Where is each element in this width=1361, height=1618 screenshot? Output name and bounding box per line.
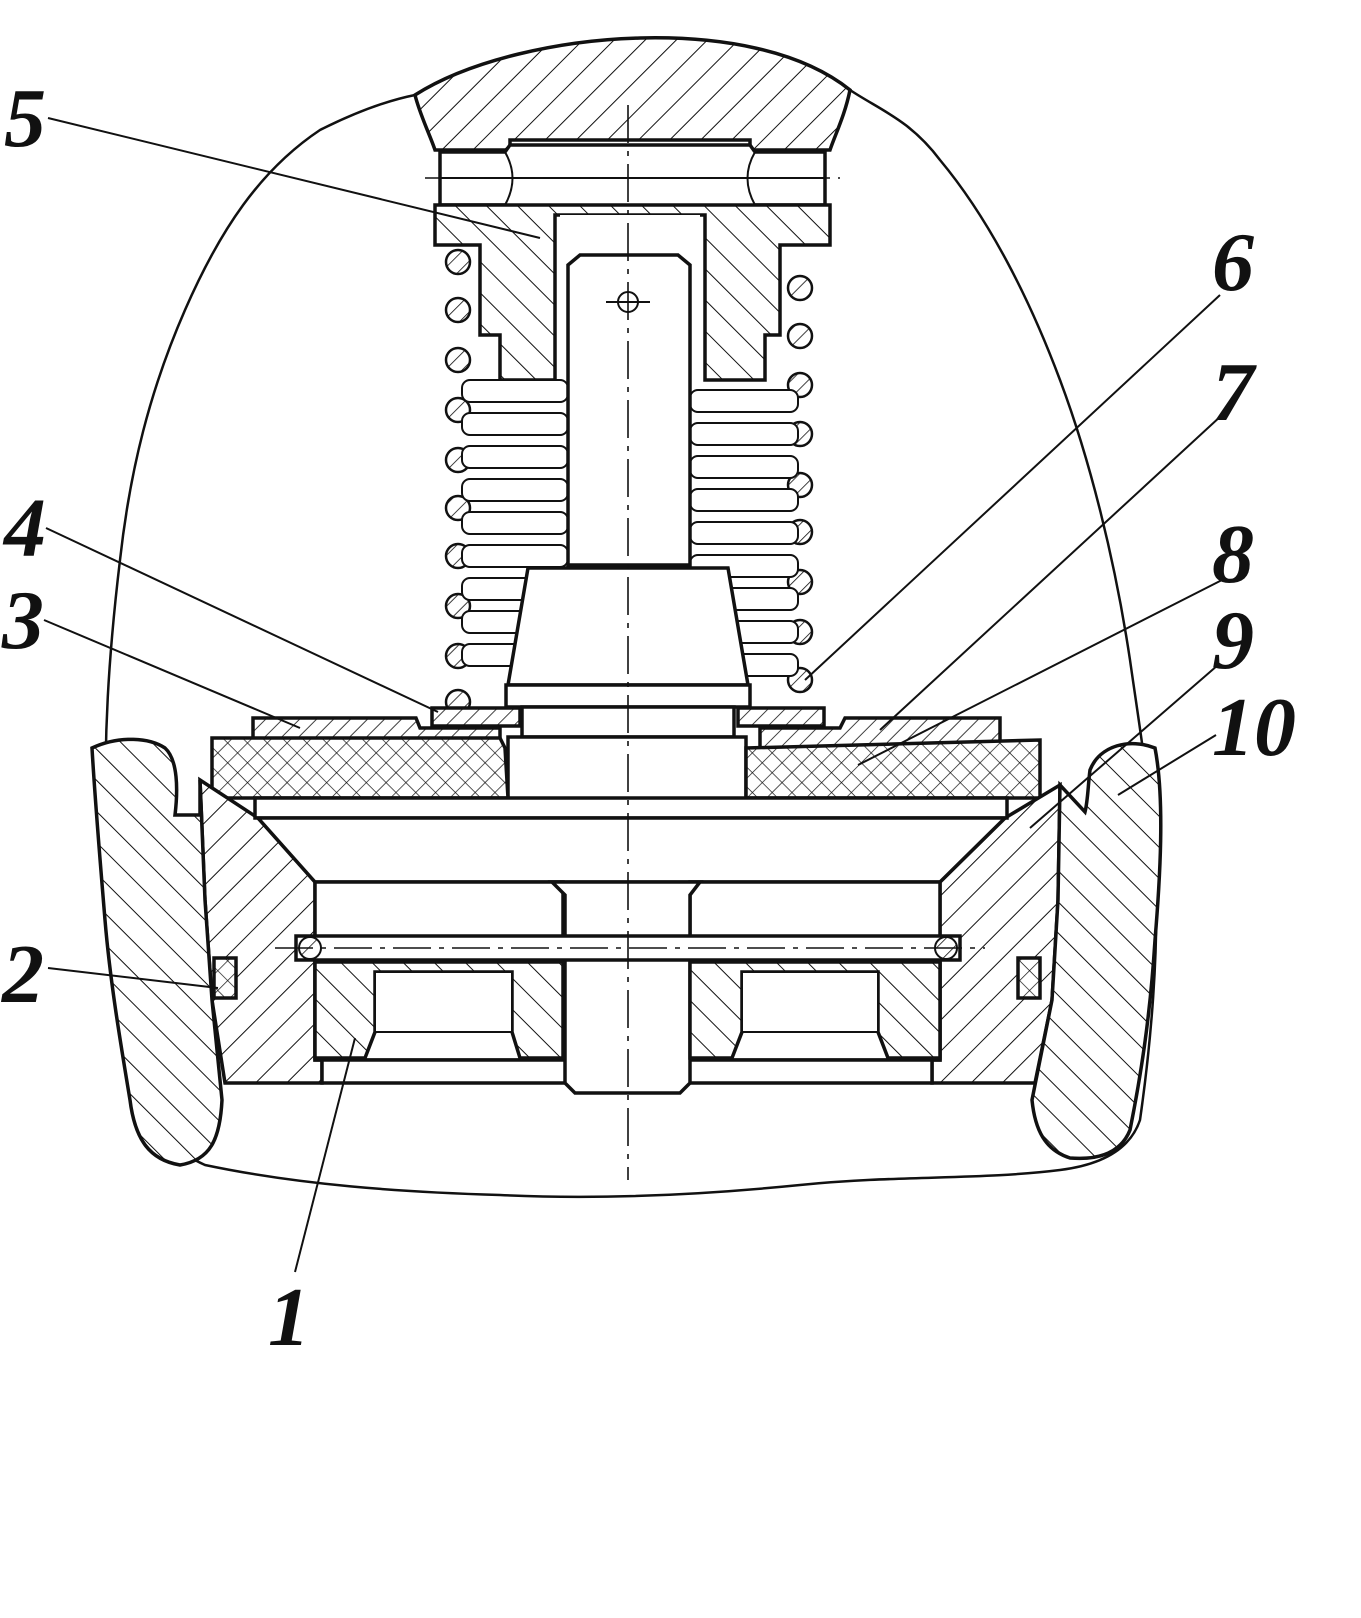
- spring-seat-left: [430, 706, 522, 728]
- spring-seat-right: [736, 706, 826, 728]
- spring-coil-left-8: [444, 592, 472, 620]
- callout-7: 7: [1212, 346, 1257, 439]
- guide-pin: [547, 880, 704, 1095]
- valve-stem: [566, 253, 692, 567]
- callout-1: 1: [268, 1271, 310, 1364]
- callout-4: 4: [2, 482, 46, 575]
- valve-head: [254, 816, 1010, 884]
- spring-coil-right-1: [786, 274, 814, 302]
- leader-lines: [43, 117, 1223, 1273]
- spring-band-right-4: [689, 488, 799, 512]
- spring-band-right-2: [689, 422, 799, 446]
- spring-coil-left-2: [444, 296, 472, 324]
- spring-band-right-1: [689, 389, 799, 413]
- spring-retainer: [433, 203, 832, 382]
- spring-band-left-6: [461, 544, 569, 568]
- callout-6: 6: [1212, 216, 1254, 309]
- spring-band-left-1: [461, 379, 569, 403]
- o-ring-right: [1016, 956, 1042, 1000]
- spring-band-right-5: [689, 521, 799, 545]
- spring-band-left-3: [461, 445, 569, 469]
- callout-5: 5: [4, 72, 46, 165]
- valve-head-flange: [253, 796, 1009, 820]
- spring-coil-right-2: [786, 322, 814, 350]
- callout-8: 8: [1212, 508, 1254, 601]
- callout-9: 9: [1212, 594, 1254, 687]
- spring-coil-left-1: [444, 248, 472, 276]
- body-wall-left: [90, 737, 224, 1167]
- spring-band-left-2: [461, 412, 569, 436]
- spring-band-left-5: [461, 511, 569, 535]
- spring-coil-left-3: [444, 346, 472, 374]
- sealing-disc-right: [744, 738, 1042, 800]
- sealing-disc-left: [210, 736, 510, 800]
- o-ring-left: [212, 956, 238, 1000]
- top-cap: [412, 36, 852, 152]
- callout-2: 2: [0, 928, 44, 1021]
- body-wall-right: [1030, 741, 1163, 1161]
- callout-10: 10: [1212, 681, 1296, 774]
- spring-band-right-3: [689, 455, 799, 479]
- callout-3: 3: [1, 574, 44, 667]
- spring-band-left-4: [461, 478, 569, 502]
